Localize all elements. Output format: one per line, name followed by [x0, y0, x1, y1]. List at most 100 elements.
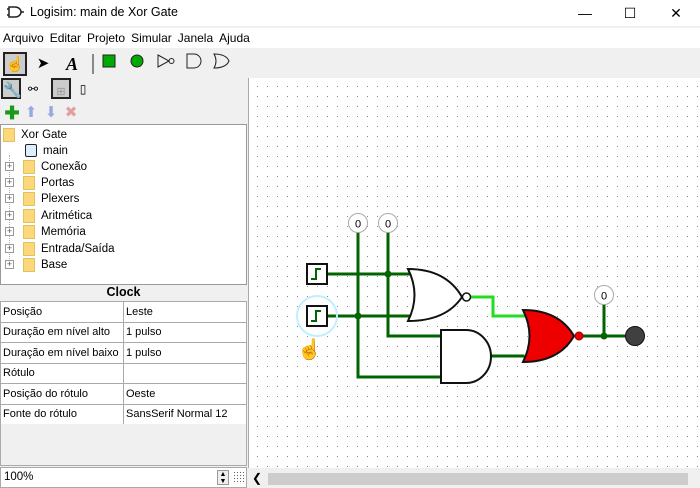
- text-tool-button[interactable]: A: [65, 54, 78, 74]
- and-gate[interactable]: [440, 329, 492, 384]
- tree-library-memoria[interactable]: +Memória: [1, 224, 241, 240]
- grid-toggle-icon[interactable]: [233, 471, 245, 484]
- zoom-value[interactable]: 100%: [4, 471, 34, 483]
- selection-highlight: [296, 295, 338, 337]
- xnor-gate-error[interactable]: [521, 308, 584, 364]
- arrow-icon: ➤: [36, 55, 50, 72]
- probe-2[interactable]: 0: [378, 213, 398, 233]
- menu-ajuda[interactable]: Ajuda: [219, 31, 250, 45]
- tree-library-entrada-saida[interactable]: + Entrada/Saída: [1, 241, 241, 257]
- expand-icon[interactable]: +: [5, 161, 14, 171]
- circuit-canvas[interactable]: 0 0 0 ☝: [248, 78, 700, 468]
- library-label: Portas: [41, 177, 75, 189]
- properties-title: Clock: [106, 285, 141, 299]
- poke-tool-button[interactable]: ☝: [3, 52, 27, 76]
- plus-icon: ✚: [4, 103, 20, 123]
- menu-editar[interactable]: Editar: [49, 31, 82, 45]
- property-name: Posição: [0, 301, 124, 323]
- menu-projeto[interactable]: Projeto: [87, 31, 126, 45]
- expand-icon[interactable]: +: [5, 193, 14, 203]
- hand-icon: ☝: [5, 56, 25, 73]
- probe-1[interactable]: 0: [348, 213, 368, 233]
- move-up-button[interactable]: ⬆: [20, 102, 42, 124]
- add-output-pin-button[interactable]: [126, 53, 148, 75]
- select-tool-button[interactable]: ➤: [32, 53, 54, 75]
- scroll-left-arrow-icon[interactable]: ❮: [252, 471, 263, 485]
- library-label: Aritmética: [41, 210, 93, 222]
- tree-library-portas[interactable]: + Portas: [1, 175, 241, 191]
- wire[interactable]: [325, 231, 628, 379]
- library-label: Base: [41, 259, 68, 271]
- move-down-button[interactable]: ⬇: [40, 102, 62, 124]
- circuit-magnifier-icon: [25, 144, 37, 158]
- edit-layout-button[interactable]: 🔧: [1, 78, 22, 99]
- zoom-control[interactable]: 100% ▲▼: [0, 467, 247, 488]
- expand-icon[interactable]: +: [5, 243, 14, 253]
- tree-library-conexao[interactable]: + Conexão: [1, 159, 241, 175]
- expand-icon[interactable]: +: [5, 259, 14, 269]
- folder-icon: [23, 224, 35, 239]
- view-toolbox-button[interactable]: ⊞: [51, 78, 71, 99]
- clock-input-2[interactable]: [306, 305, 328, 327]
- properties-empty-area: [0, 424, 247, 466]
- property-value[interactable]: SansSerif Normal 12: [123, 403, 247, 425]
- tree-library-aritmetica[interactable]: + Aritmética: [1, 208, 241, 224]
- folder-icon: [23, 175, 35, 190]
- add-and-gate-button[interactable]: [183, 53, 205, 75]
- menu-janela[interactable]: Janela: [177, 31, 214, 45]
- probe-3[interactable]: 0: [594, 285, 614, 305]
- property-value[interactable]: [123, 362, 247, 384]
- folder-icon: [23, 159, 35, 174]
- tree-item-label: main: [43, 145, 68, 157]
- property-value[interactable]: 1 pulso: [123, 321, 247, 343]
- menu-bar: Arquivo Editar Projeto Simular Janela Ajuda: [0, 28, 700, 48]
- tree-root[interactable]: Xor Gate: [3, 127, 67, 143]
- zoom-spinner[interactable]: ▲▼: [217, 470, 229, 485]
- add-not-gate-button[interactable]: [155, 53, 177, 75]
- output-pin-icon: [130, 54, 144, 68]
- table-row: Rótulo: [0, 362, 247, 384]
- wrench-icon: 🔧: [3, 82, 22, 99]
- window-title: Logisim: main de Xor Gate: [30, 5, 178, 19]
- add-input-pin-button[interactable]: [98, 53, 120, 75]
- expand-icon[interactable]: +: [5, 210, 14, 220]
- clock-input-1[interactable]: [306, 263, 328, 285]
- property-name: Posição do rótulo: [0, 383, 124, 405]
- expand-icon[interactable]: +: [5, 226, 14, 236]
- wire-high[interactable]: [469, 295, 527, 318]
- nor-gate[interactable]: [406, 267, 472, 323]
- menu-simular[interactable]: Simular: [131, 31, 172, 45]
- folder-icon: [3, 127, 15, 142]
- close-button[interactable]: ✕: [670, 5, 682, 21]
- output-led[interactable]: [625, 326, 645, 346]
- tree-root-label: Xor Gate: [21, 129, 68, 141]
- maximize-button[interactable]: ☐: [623, 5, 637, 21]
- add-or-gate-button[interactable]: [210, 53, 232, 75]
- property-value[interactable]: Oeste: [123, 383, 247, 405]
- tree-library-base[interactable]: + Base: [1, 257, 241, 273]
- menu-arquivo[interactable]: Arquivo: [3, 31, 44, 45]
- circuit-diagram[interactable]: 0 0 0 ☝: [249, 78, 700, 468]
- view-simulation-button[interactable]: ▯: [72, 78, 94, 100]
- library-label: Conexão: [41, 161, 88, 173]
- scrollbar-thumb[interactable]: [268, 473, 688, 485]
- property-name: Fonte do rótulo: [0, 403, 124, 425]
- tree-item-main[interactable]: main: [25, 143, 68, 159]
- hand-cursor-icon: ☝: [297, 337, 322, 361]
- toolbox-icon: ⊞: [56, 86, 66, 98]
- horizontal-scrollbar[interactable]: ❮: [248, 470, 700, 488]
- minimize-button[interactable]: —: [578, 5, 592, 21]
- edit-appearance-button[interactable]: ⚯: [22, 78, 44, 100]
- add-circuit-button[interactable]: ✚: [1, 102, 23, 124]
- library-label: Entrada/Saída: [41, 243, 115, 255]
- delete-circuit-button[interactable]: ✖: [60, 102, 82, 124]
- tree-library-plexers[interactable]: +Plexers: [1, 191, 241, 207]
- property-value[interactable]: Leste: [123, 301, 247, 323]
- property-value[interactable]: 1 pulso: [123, 342, 247, 364]
- expand-icon[interactable]: +: [5, 177, 14, 187]
